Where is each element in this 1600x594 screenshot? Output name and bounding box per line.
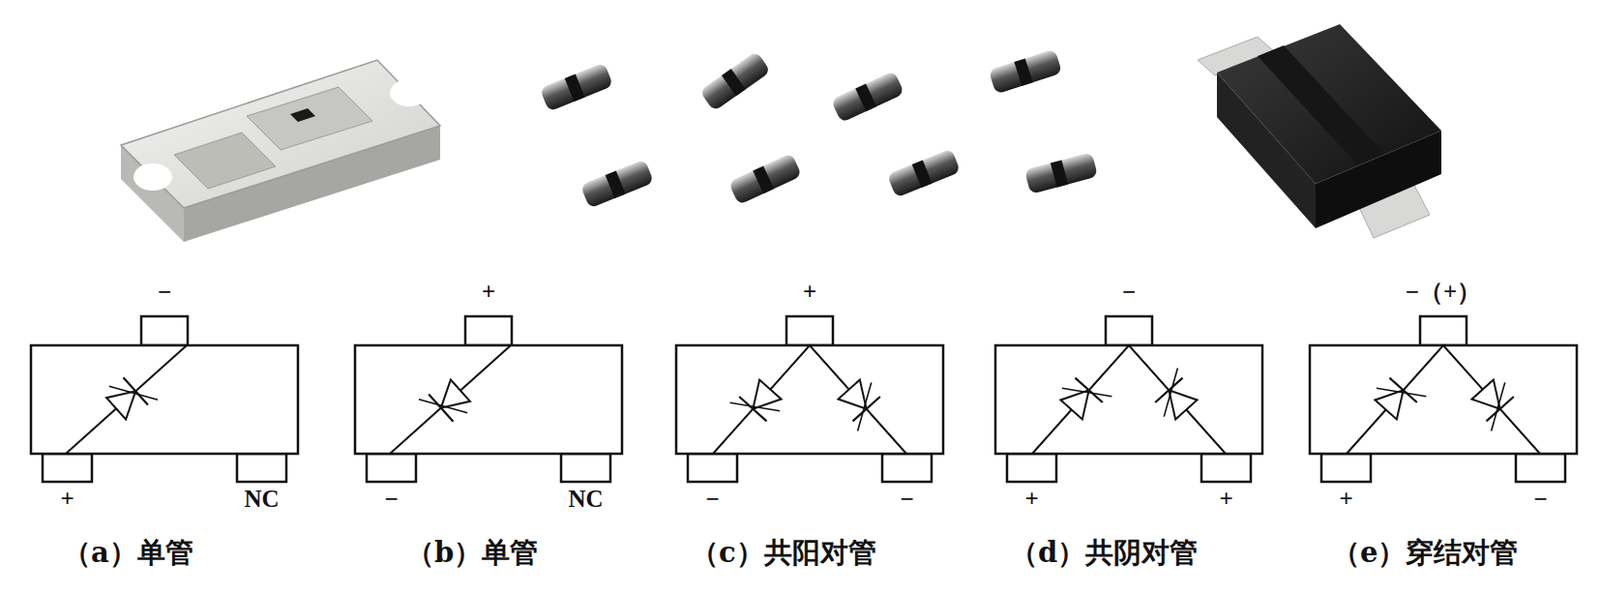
- package-d: [995, 316, 1263, 482]
- package-e: [1309, 316, 1577, 482]
- pin-label: +: [59, 485, 74, 513]
- pin-label: −: [899, 485, 914, 513]
- package-a: [30, 316, 298, 482]
- caption: （d）共阴对管: [1009, 537, 1198, 569]
- pin-label: NC: [243, 485, 279, 513]
- pin-label: +: [802, 278, 817, 306]
- package-b: [355, 316, 623, 482]
- caption: （b）单管: [406, 537, 538, 569]
- pin-label: −: [1122, 278, 1136, 306]
- glass-diode-photos: [539, 49, 1098, 209]
- pin-label: +: [481, 278, 496, 306]
- package-c: [676, 316, 944, 482]
- pin-label: −: [384, 485, 398, 513]
- pin-label: −: [157, 278, 172, 306]
- caption: （e）穿结对管: [1332, 537, 1518, 569]
- smd-diode-photo: [1197, 24, 1442, 238]
- pin-label: +: [1338, 485, 1353, 513]
- pin-label: −（+）: [1405, 278, 1482, 306]
- pin-label: −: [705, 485, 719, 513]
- pin-label: +: [1218, 485, 1233, 513]
- smd-led-photo: [120, 59, 441, 242]
- pin-label: +: [1024, 485, 1038, 513]
- caption: （c）共阳对管: [690, 537, 877, 569]
- caption: （a）单管: [62, 537, 194, 569]
- pin-label: −: [1533, 485, 1547, 513]
- pin-label: NC: [567, 485, 603, 513]
